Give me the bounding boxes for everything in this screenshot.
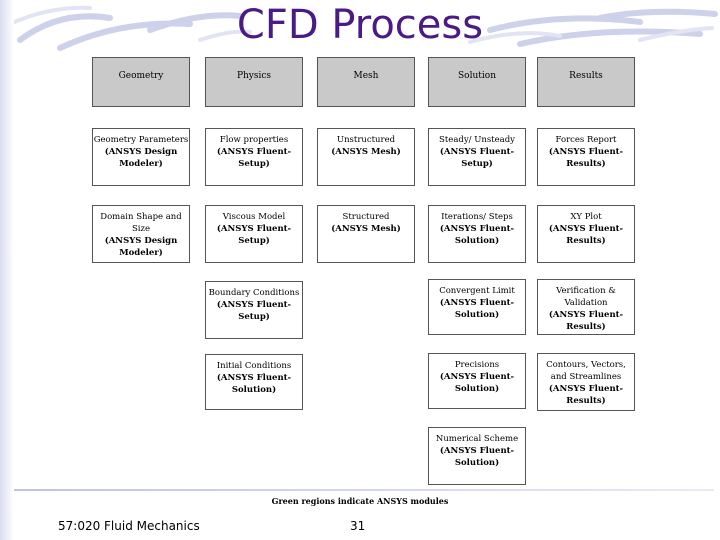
box-boundary-conditions: Boundary Conditions (ANSYS Fluent-Setup) [205, 281, 303, 339]
header-results: Results [537, 57, 635, 107]
box-module: (ANSYS Mesh) [331, 147, 401, 157]
box-text: Viscous Model [222, 212, 286, 222]
box-module: (ANSYS Fluent-Setup) [439, 147, 515, 169]
box-text: Iterations/ Steps [441, 212, 513, 222]
box-module: (ANSYS Fluent-Solution) [439, 298, 515, 320]
box-numerical-scheme: Numerical Scheme (ANSYS Fluent-Solution) [428, 427, 526, 485]
box-module: (ANSYS Design Modeler) [104, 236, 178, 258]
page-number: 31 [350, 519, 366, 533]
box-module: (ANSYS Design Modeler) [104, 147, 178, 169]
box-steady-unsteady: Steady/ Unsteady (ANSYS Fluent-Setup) [428, 128, 526, 186]
box-text: Numerical Scheme [435, 434, 519, 444]
box-text: Domain Shape and Size [100, 212, 182, 234]
decorative-swoosh [8, 5, 718, 51]
box-module: (ANSYS Fluent-Solution) [439, 372, 515, 394]
header-mesh: Mesh [317, 57, 415, 107]
box-module: (ANSYS Fluent-Results) [548, 224, 624, 246]
box-module: (ANSYS Fluent-Setup) [216, 147, 292, 169]
footer-course: 57:020 Fluid Mechanics [58, 519, 200, 533]
box-module: (ANSYS Fluent-Results) [548, 310, 624, 332]
box-precisions: Precisions (ANSYS Fluent-Solution) [428, 353, 526, 409]
box-module: (ANSYS Fluent-Solution) [439, 446, 515, 468]
box-viscous-model: Viscous Model (ANSYS Fluent-Setup) [205, 205, 303, 263]
box-text: Initial Conditions [216, 361, 292, 371]
header-solution: Solution [428, 57, 526, 107]
slide-title: CFD Process [236, 2, 484, 48]
box-text: Flow properties [219, 135, 289, 145]
box-convergent-limit: Convergent Limit (ANSYS Fluent-Solution) [428, 279, 526, 335]
box-text: Convergent Limit [439, 286, 515, 296]
box-module: (ANSYS Fluent-Results) [548, 384, 624, 406]
box-module: (ANSYS Fluent-Setup) [216, 300, 292, 322]
box-unstructured: Unstructured (ANSYS Mesh) [317, 128, 415, 186]
box-module: (ANSYS Fluent-Solution) [439, 224, 515, 246]
legend-note: Green regions indicate ANSYS modules [271, 496, 449, 506]
box-text: Steady/ Unsteady [439, 135, 515, 145]
box-text: Boundary Conditions [208, 288, 300, 298]
header-physics: Physics [205, 57, 303, 107]
header-geometry: Geometry [92, 57, 190, 107]
box-structured: Structured (ANSYS Mesh) [317, 205, 415, 263]
box-verification-validation: Verification & Validation (ANSYS Fluent-… [537, 279, 635, 335]
box-text: Structured [342, 212, 390, 222]
box-text: Verification & Validation [556, 286, 616, 308]
box-geometry-parameters: Geometry Parameters (ANSYS Design Modele… [92, 128, 190, 186]
left-accent-bar [0, 0, 14, 540]
box-domain-shape: Domain Shape and Size (ANSYS Design Mode… [92, 205, 190, 263]
box-module: (ANSYS Fluent-Results) [548, 147, 624, 169]
box-text: Unstructured [336, 135, 396, 145]
box-text: Precisions [454, 360, 500, 370]
box-text: Forces Report [555, 135, 617, 145]
box-forces-report: Forces Report (ANSYS Fluent-Results) [537, 128, 635, 186]
box-text: Contours, Vectors, and Streamlines [546, 360, 626, 382]
box-module: (ANSYS Fluent-Setup) [216, 224, 292, 246]
box-iterations-steps: Iterations/ Steps (ANSYS Fluent-Solution… [428, 205, 526, 263]
box-initial-conditions: Initial Conditions (ANSYS Fluent-Solutio… [205, 354, 303, 410]
footer-divider [14, 489, 714, 491]
box-module: (ANSYS Mesh) [331, 224, 401, 234]
box-text: XY Plot [570, 212, 602, 222]
box-flow-properties: Flow properties (ANSYS Fluent-Setup) [205, 128, 303, 186]
box-contours-vectors: Contours, Vectors, and Streamlines (ANSY… [537, 353, 635, 411]
box-xy-plot: XY Plot (ANSYS Fluent-Results) [537, 205, 635, 263]
box-text: Geometry Parameters [93, 135, 189, 145]
box-module: (ANSYS Fluent-Solution) [216, 373, 292, 395]
